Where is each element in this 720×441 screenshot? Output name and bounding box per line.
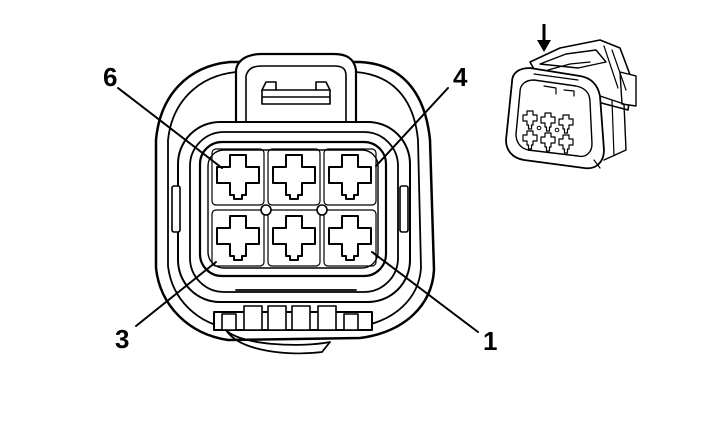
polarization-hole-left bbox=[260, 204, 272, 216]
leader-line-6 bbox=[117, 87, 223, 169]
thumbnail-polarization-hole bbox=[554, 127, 560, 133]
lock-slot bbox=[221, 313, 237, 331]
latch-right-tab bbox=[315, 81, 331, 91]
thumbnail-latch bbox=[539, 49, 607, 69]
thumbnail-front-rim bbox=[515, 79, 593, 158]
lock-slot bbox=[317, 305, 337, 331]
pin-cavity-frame bbox=[267, 209, 321, 267]
pin-insert-inner bbox=[207, 149, 379, 269]
bottom-lock-slots bbox=[221, 305, 359, 331]
pin-cavity bbox=[216, 154, 260, 200]
bottom-cable-curve bbox=[225, 329, 331, 355]
pin-cavities bbox=[211, 148, 377, 267]
lock-slot bbox=[291, 305, 311, 331]
thumbnail-right-ridge bbox=[593, 99, 615, 169]
lock-slot bbox=[343, 313, 359, 331]
pin-label-3: 3 bbox=[115, 324, 129, 354]
connector-face bbox=[117, 52, 479, 355]
right-side-rib bbox=[399, 185, 409, 233]
pin-cavity-frame bbox=[267, 148, 321, 206]
pin-cavity bbox=[272, 215, 316, 261]
pin-cavity bbox=[216, 215, 260, 261]
thumbnail-cavities bbox=[522, 110, 574, 154]
thumbnail-top-lines bbox=[533, 73, 579, 97]
latch-left-tab bbox=[261, 81, 277, 91]
thumbnail-pin-cavity bbox=[540, 132, 556, 152]
thumbnail-pin-cavity bbox=[522, 130, 538, 150]
pin-label-6: 6 bbox=[103, 62, 117, 92]
lock-slot bbox=[243, 305, 263, 331]
thumbnail-polarization-hole bbox=[536, 125, 542, 131]
top-latch bbox=[234, 52, 358, 124]
polarization-hole-right bbox=[316, 204, 328, 216]
arrow-down-icon bbox=[537, 24, 551, 52]
top-latch-inner bbox=[245, 65, 347, 123]
thumbnail-pin-cavity bbox=[558, 114, 574, 134]
pin-cavity-frame bbox=[323, 209, 377, 267]
thumbnail-pin-cavity bbox=[522, 110, 538, 130]
thumbnail-pin-cavity bbox=[558, 134, 574, 154]
leader-line-1 bbox=[371, 251, 479, 333]
leader-line-3 bbox=[135, 261, 217, 327]
thumbnail-pin-cavity bbox=[540, 112, 556, 132]
pin-cavity-frame bbox=[211, 209, 265, 267]
pin-label-1: 1 bbox=[483, 326, 497, 356]
thumbnail-side-tab bbox=[619, 71, 637, 107]
pin-cavity bbox=[328, 154, 372, 200]
connector-thumbnail bbox=[505, 24, 637, 170]
pin-cavity-frame bbox=[211, 148, 265, 206]
pin-cavity-frame bbox=[323, 148, 377, 206]
pin-cavity bbox=[272, 154, 316, 200]
pin-label-4: 4 bbox=[453, 62, 468, 92]
lock-slot bbox=[267, 305, 287, 331]
leader-line-4 bbox=[375, 87, 449, 167]
thumbnail-side-line bbox=[603, 45, 627, 91]
seal-ring-middle bbox=[189, 131, 399, 293]
left-side-rib bbox=[171, 185, 181, 233]
thumbnail-latch-detail bbox=[547, 61, 591, 71]
pin-cavity bbox=[328, 215, 372, 261]
